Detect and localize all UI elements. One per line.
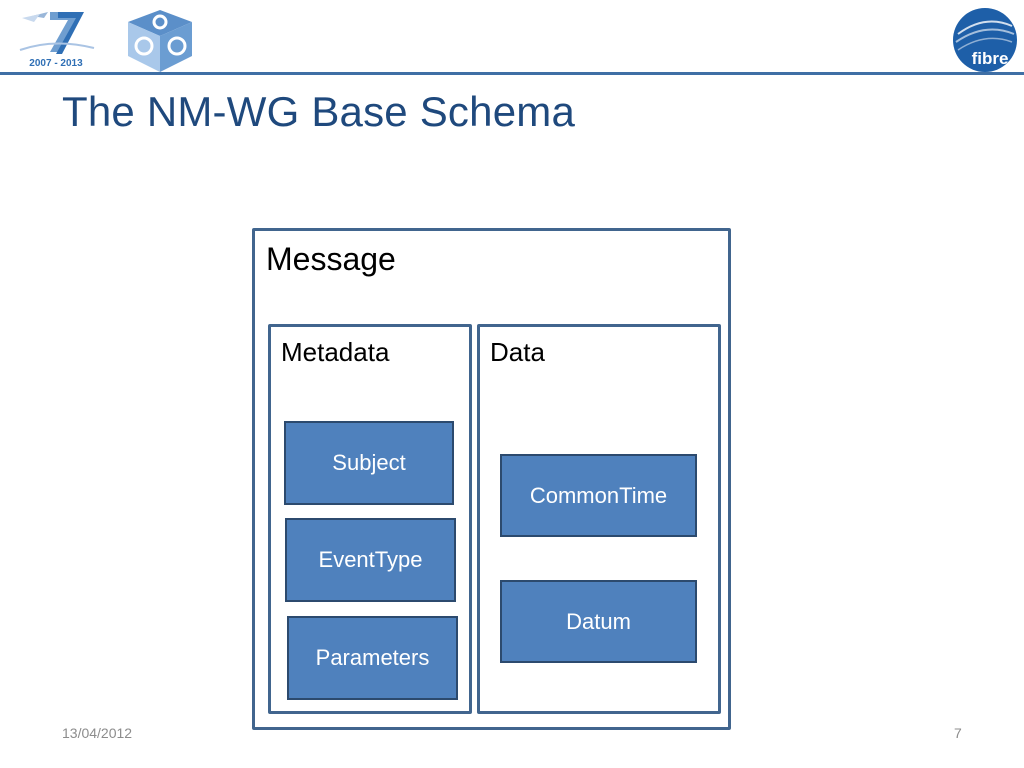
cube-logo [120,6,200,76]
slide-title: The NM-WG Base Schema [62,88,575,135]
fp7-logo: 2007 - 2013 [14,8,98,70]
datum-element: Datum [500,580,697,663]
fp7-years-text: 2007 - 2013 [29,58,83,69]
fibre-logo-text: fibre [972,49,1009,68]
footer-date: 13/04/2012 [62,725,133,741]
header-divider [0,72,1024,75]
data-label: Data [490,337,545,367]
page-number: 7 [954,725,962,741]
eventtype-element: EventType [285,518,456,602]
commontime-element: CommonTime [500,454,697,537]
message-label: Message [266,241,396,277]
subject-element: Subject [284,421,454,505]
metadata-label: Metadata [281,337,390,367]
fibre-logo: fibre [950,4,1020,76]
parameters-element: Parameters [287,616,458,700]
